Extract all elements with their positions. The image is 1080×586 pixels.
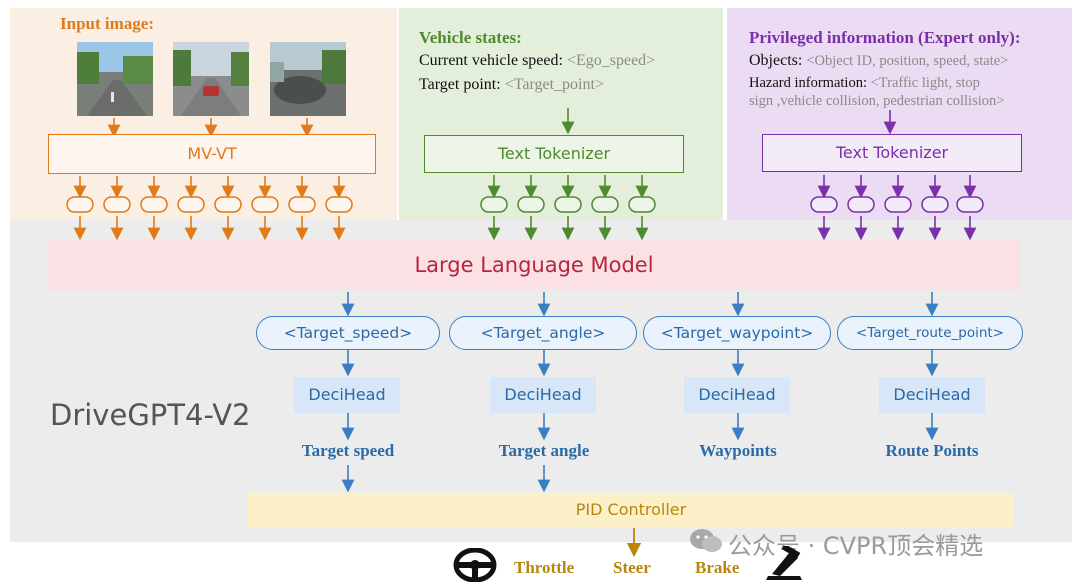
- target-angle-token: <Target_angle>: [449, 316, 637, 350]
- objects-token: <Object ID, position, speed, state>: [806, 53, 1009, 69]
- camera-image-right: [270, 42, 346, 116]
- vehicle-text-tokenizer: Text Tokenizer: [424, 135, 684, 173]
- output-route-points: Route Points: [885, 441, 979, 460]
- hazard-token-line1: <Traffic light, stop: [870, 75, 980, 91]
- privileged-info-panel: [727, 8, 1072, 220]
- output-target-speed: Target speed: [301, 441, 395, 460]
- target-point-token: <Target_point>: [504, 76, 604, 93]
- hazard-line: Hazard information: <Traffic light, stop: [749, 75, 980, 92]
- pid-controller: PID Controller: [248, 493, 1014, 527]
- throttle-label: Throttle: [514, 558, 575, 577]
- target-point-label: Target point:: [419, 76, 505, 93]
- output-waypoints: Waypoints: [699, 441, 777, 460]
- objects-line: Objects: <Object ID, position, speed, st…: [749, 52, 1008, 70]
- privileged-text-tokenizer: Text Tokenizer: [762, 134, 1022, 172]
- camera-image-left: [77, 42, 153, 116]
- steering-wheel-icon: [452, 547, 498, 586]
- target-point-line: Target point: <Target_point>: [419, 76, 604, 94]
- target-waypoint-token: <Target_waypoint>: [643, 316, 831, 350]
- hazard-token-line2: sign ,vehicle collision, pedestrian coll…: [749, 93, 1005, 109]
- ego-speed-line: Current vehicle speed: <Ego_speed>: [419, 52, 655, 70]
- hazard-line-2: sign ,vehicle collision, pedestrian coll…: [749, 93, 1004, 110]
- output-target-angle: Target angle: [498, 441, 590, 460]
- model-name: DriveGPT4-V2: [50, 398, 251, 432]
- steer-label: Steer: [613, 558, 651, 577]
- hazard-label: Hazard information:: [749, 75, 871, 91]
- decihead-speed: DeciHead: [294, 377, 400, 413]
- objects-label: Objects:: [749, 52, 807, 69]
- decihead-angle: DeciHead: [490, 377, 596, 413]
- brake-pedal-icon: [760, 543, 806, 586]
- brake-label: Brake: [695, 558, 740, 577]
- input-image-title: Input image:: [60, 14, 154, 33]
- target-speed-token: <Target_speed>: [256, 316, 440, 350]
- decihead-route-point: DeciHead: [879, 377, 985, 413]
- target-route-point-token: <Target_route_point>: [837, 316, 1023, 350]
- large-language-model: Large Language Model: [48, 240, 1020, 290]
- mv-vt-encoder: MV-VT: [48, 134, 376, 174]
- camera-image-center: [173, 42, 249, 116]
- wechat-icon: [688, 527, 724, 559]
- ego-speed-token: <Ego_speed>: [566, 52, 656, 69]
- privileged-info-title: Privileged information (Expert only):: [749, 28, 1021, 47]
- ego-speed-label: Current vehicle speed:: [419, 52, 567, 69]
- decihead-waypoint: DeciHead: [684, 377, 790, 413]
- vehicle-states-panel: [399, 8, 723, 220]
- watermark-text: 公众号 · CVPR顶会精选: [728, 532, 984, 560]
- vehicle-states-title: Vehicle states:: [419, 28, 522, 47]
